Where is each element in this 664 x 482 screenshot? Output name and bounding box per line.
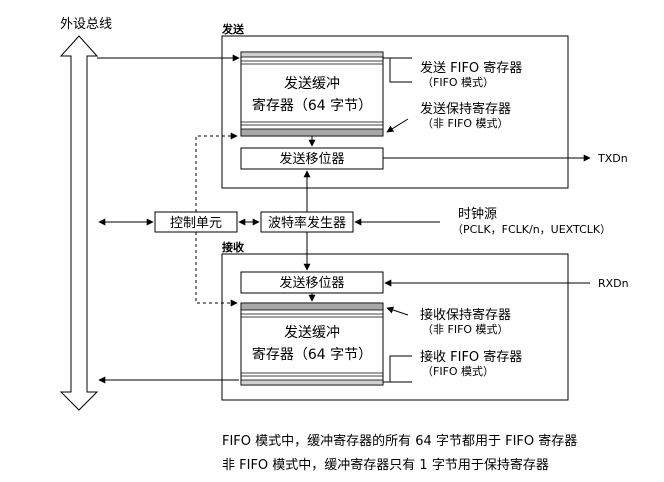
clock-source-options: （PCLK，FCLK/n，UEXTCLK）: [452, 223, 611, 236]
receive-buffer-register: [240, 302, 384, 386]
receive-holding-register-label: 接收保持寄存器: [420, 307, 511, 323]
receive-fifo-mode-note: （FIFO 模式）: [422, 365, 494, 378]
transmit-buffer-label-line1: 发送缓冲: [284, 76, 340, 92]
transmit-buffer-register: [240, 51, 384, 137]
footnote-fifo-mode: FIFO 模式中，缓冲寄存器的所有 64 字节都用于 FIFO 寄存器: [222, 434, 578, 449]
transmit-fifo-callout: [389, 57, 412, 83]
txd-signal-label: TXDn: [597, 152, 628, 165]
receive-non-fifo-mode-note: （非 FIFO 模式）: [422, 323, 509, 336]
bus-label: 外设总线: [60, 17, 112, 32]
baud-rate-generator-label: 波特率发生器: [268, 215, 346, 231]
control-unit-label: 控制单元: [170, 216, 222, 231]
footnote-non-fifo-mode: 非 FIFO 模式中，缓冲寄存器只有 1 字节用于保持寄存器: [222, 458, 549, 473]
control-to-receive-dashed: [195, 232, 238, 307]
transmit-fifo-register-label: 发送 FIFO 寄存器: [420, 60, 522, 76]
transmit-non-fifo-mode-note: （非 FIFO 模式）: [422, 117, 509, 130]
receive-fifo-register-label: 接收 FIFO 寄存器: [420, 349, 522, 365]
receive-buffer-label-line2: 寄存器（64 字节）: [252, 346, 372, 363]
receive-section-box: [221, 253, 569, 401]
receive-buffer-label-line1: 发送缓冲: [284, 325, 340, 341]
receive-holding-callout: [386, 306, 409, 316]
transmit-holding-register-label: 发送保持寄存器: [420, 101, 511, 117]
peripheral-bus-arrow: [59, 35, 99, 411]
footnotes: FIFO 模式中，缓冲寄存器的所有 64 字节都用于 FIFO 寄存器 非 FI…: [222, 430, 577, 478]
transmit-holding-callout: [386, 118, 409, 133]
transmit-section-label: 发送: [221, 22, 245, 36]
receive-fifo-callout: [389, 355, 412, 383]
receive-section-label: 接收: [222, 240, 244, 254]
transmit-buffer-label-line2: 寄存器（64 字节）: [252, 97, 372, 114]
transmit-fifo-mode-note: （FIFO 模式）: [422, 76, 494, 89]
receive-shift-register-label: 发送移位器: [279, 275, 344, 291]
transmit-section-box: [221, 35, 569, 189]
rxd-signal-label: RXDn: [598, 277, 629, 290]
transmit-shift-register-label: 发送移位器: [279, 151, 344, 167]
control-to-transmit-dashed: [195, 132, 238, 212]
clock-source-label: 时钟源: [458, 206, 497, 222]
